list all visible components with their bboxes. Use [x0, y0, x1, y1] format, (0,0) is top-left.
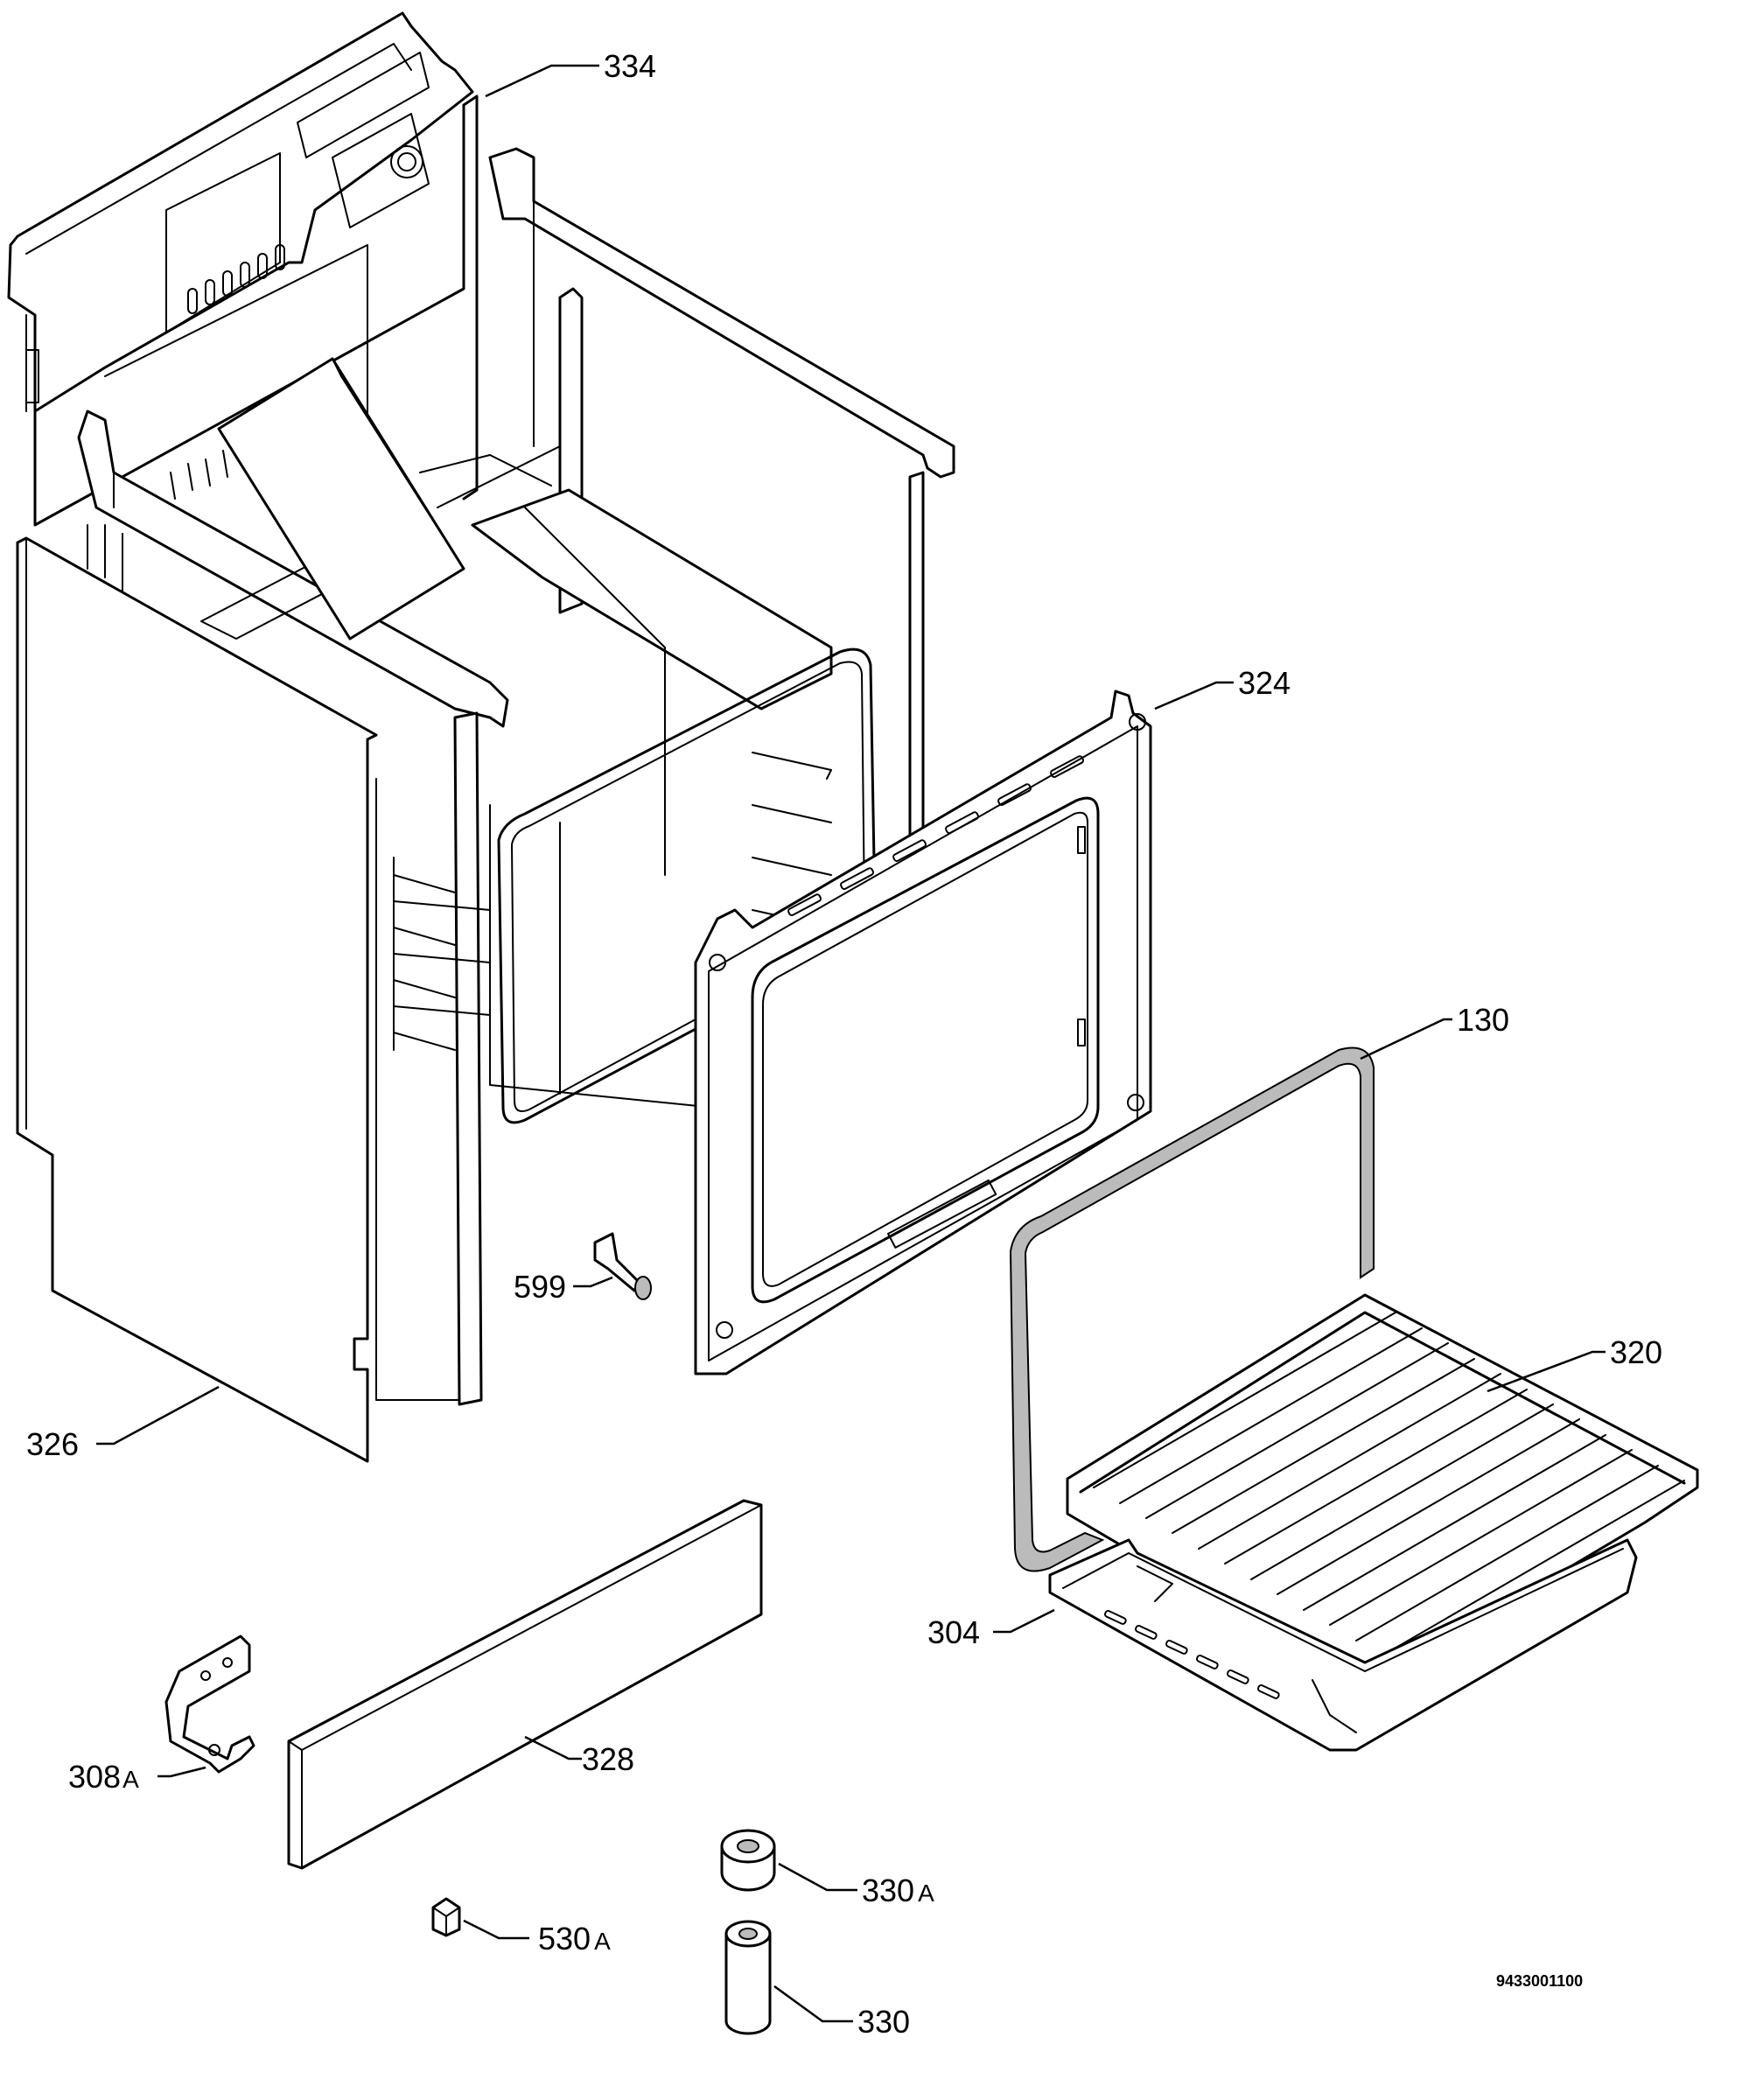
hinge-bracket-part-308A: [164, 1634, 255, 1774]
callout-334: 334: [604, 48, 656, 84]
baking-tray-part-304: [1048, 1538, 1638, 1752]
callout-330: 330: [857, 2004, 910, 2040]
callout-328: 328: [582, 1741, 634, 1777]
callout-320: 320: [1610, 1334, 1662, 1370]
callout-304: 304: [927, 1614, 980, 1650]
callout-308A: 308A: [68, 1759, 139, 1795]
document-number: 9433001100: [1496, 1972, 1583, 1990]
callout-599: 599: [514, 1269, 566, 1305]
callout-324: 324: [1238, 665, 1291, 701]
foot-part-330: [724, 1920, 772, 2035]
leader-lines: [96, 64, 1606, 2023]
oven-frame-rails: [77, 147, 955, 1406]
wire-shelf-part-320: [1066, 1293, 1699, 1690]
bushing-part-330A: [720, 1829, 776, 1892]
callout-326: 326: [26, 1426, 79, 1462]
callout-130: 130: [1457, 1002, 1509, 1038]
cap-part-530A: [431, 1897, 461, 1937]
callout-labels: 334 324 130 320 304 599 326 328 308A 330…: [26, 48, 1662, 2040]
door-seal-part-130: [1009, 1046, 1375, 1572]
plinth-part-328: [287, 1499, 763, 1870]
side-panel-part-326: [16, 536, 378, 1463]
front-frame-part-324: [694, 690, 1152, 1376]
rear-panel-part-334: [7, 11, 479, 527]
bracket-part-599: [593, 1232, 652, 1300]
